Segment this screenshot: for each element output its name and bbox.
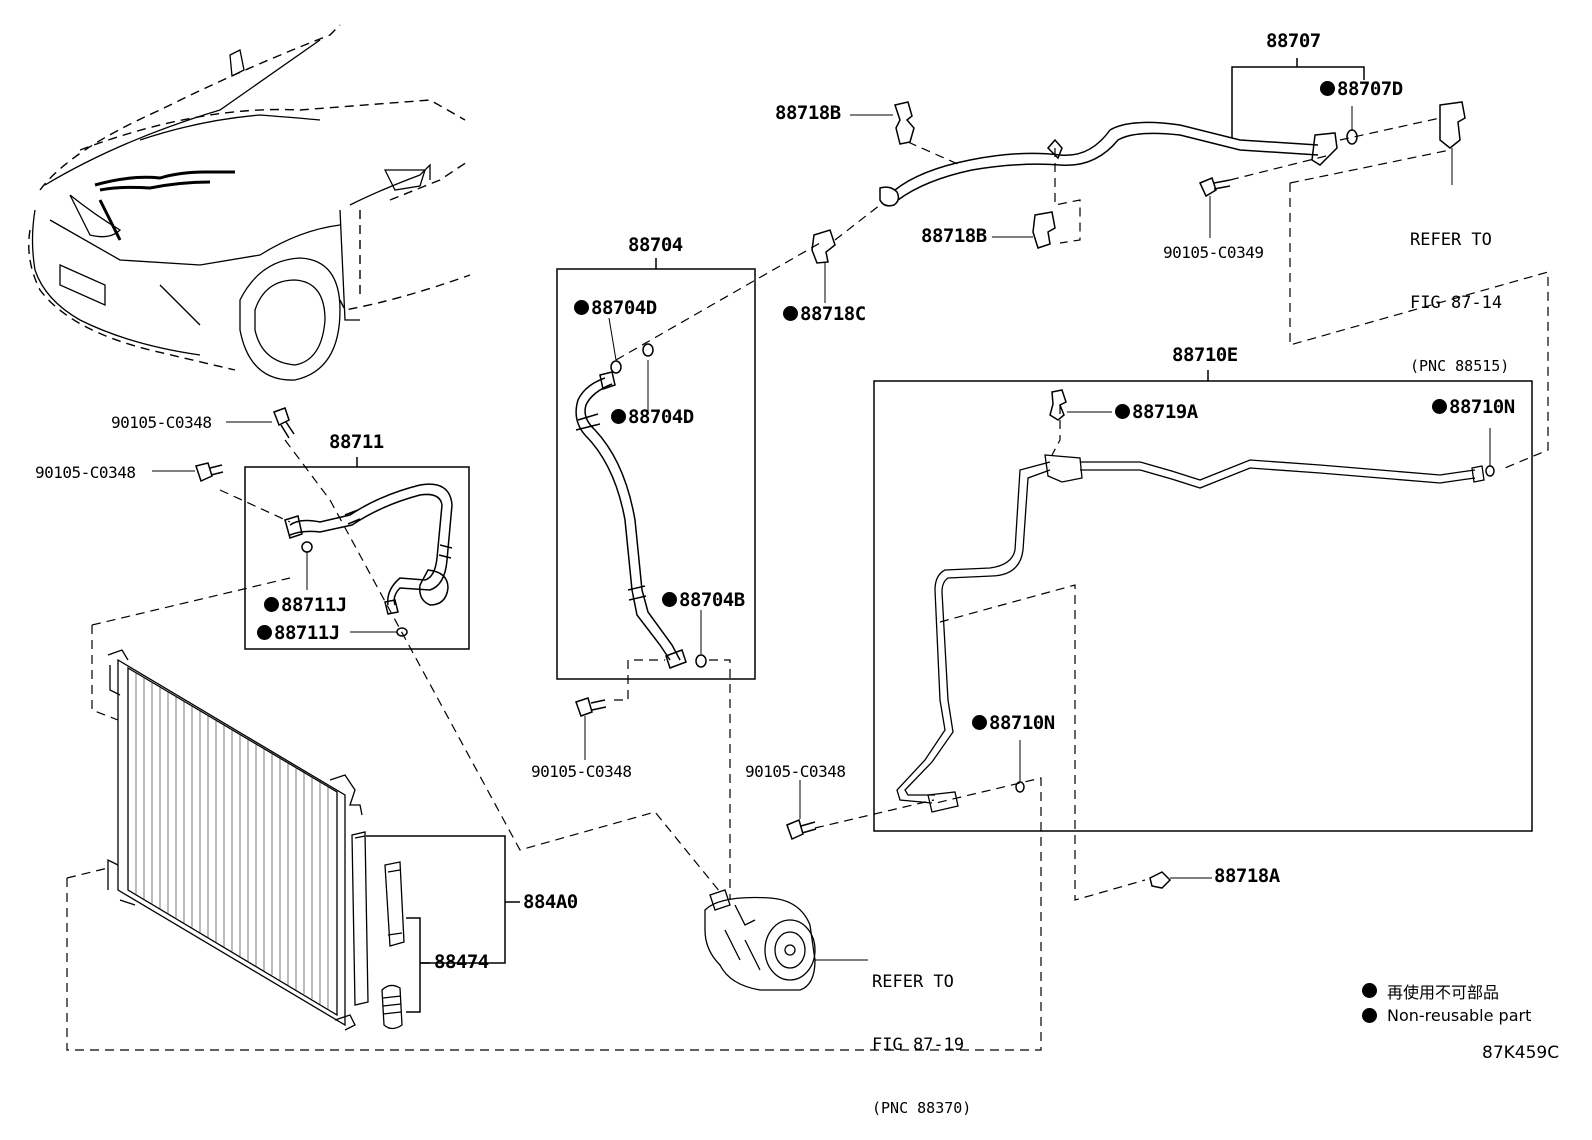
hose-88711: [284, 483, 453, 615]
label-88710N-a[interactable]: 88710N: [1432, 398, 1515, 417]
parts-diagram: [28, 24, 1549, 1051]
legend-japanese: 再使用不可部品: [1387, 982, 1500, 1002]
label-88710E[interactable]: 88710E: [1172, 344, 1238, 366]
condenser-fins: [135, 672, 329, 1009]
clip-88718A: [1149, 871, 1212, 889]
label-884A0[interactable]: 884A0: [523, 891, 578, 913]
pipe-88710E: [896, 454, 1485, 813]
label-88718C[interactable]: 88718C: [783, 305, 866, 324]
condenser-884A0: [107, 649, 369, 1031]
legend-row-english: Non-reusable part: [1362, 1003, 1531, 1028]
refer-1-line1: REFER TO: [1410, 230, 1492, 250]
vehicle-outline: [28, 24, 471, 371]
non-reusable-dot-icon: [1362, 983, 1377, 998]
dryer-88474: [381, 861, 405, 1030]
refer-fig-87-14[interactable]: REFER TO FIG 87-14 (PNC 88515): [1410, 188, 1509, 398]
label-88704D-b[interactable]: 88704D: [611, 408, 694, 427]
refer-2-line3: (PNC 88370): [872, 1099, 972, 1117]
label-88711J-b[interactable]: 88711J: [257, 624, 340, 643]
label-88711[interactable]: 88711: [329, 431, 384, 453]
bolt-90105-C0348-right: [786, 780, 817, 841]
label-90105-C0348-top[interactable]: 90105-C0348: [111, 413, 212, 432]
vehicle-body-lines: [31, 39, 431, 381]
dashed-connectors: [66, 117, 1549, 1051]
legend-row-japanese: 再使用不可部品: [1362, 978, 1531, 1003]
refer-1-line2: FIG 87-14: [1410, 293, 1503, 313]
label-90105-C0348-mid[interactable]: 90105-C0348: [531, 762, 632, 781]
pipe-88707: [879, 121, 1338, 207]
figure-code: 87K459C: [1482, 1043, 1560, 1063]
label-88704[interactable]: 88704: [628, 234, 683, 256]
label-88710N-b[interactable]: 88710N: [972, 714, 1055, 733]
legend-english: Non-reusable part: [1387, 1006, 1532, 1025]
non-reusable-dot-icon: [1362, 1008, 1377, 1023]
box-88710E: [873, 380, 1533, 832]
refer-2-line1: REFER TO: [872, 972, 954, 992]
label-88704B[interactable]: 88704B: [662, 591, 745, 610]
compressor-88370: [704, 889, 868, 991]
vehicle-hose-route: [94, 170, 235, 241]
label-88718A[interactable]: 88718A: [1214, 865, 1280, 887]
label-88704D-a[interactable]: 88704D: [574, 299, 657, 318]
clip-88718B-mid: [992, 211, 1056, 249]
bracket-884A0: [366, 835, 520, 964]
bolt-90105-C0348-mid: [575, 697, 607, 760]
legend: 再使用不可部品 Non-reusable part: [1362, 978, 1531, 1028]
bracket-88707: [1231, 66, 1365, 138]
label-88707[interactable]: 88707: [1266, 30, 1321, 52]
bolt-90105-C0348-top: [226, 407, 295, 439]
box-88704: [556, 268, 756, 680]
refer-fig-87-19[interactable]: REFER TO FIG 87-19 (PNC 88370): [872, 930, 971, 1140]
refer-1-line3: (PNC 88515): [1410, 357, 1510, 375]
label-88719A[interactable]: 88719A: [1115, 403, 1198, 422]
label-88718B-top[interactable]: 88718B: [775, 102, 841, 124]
bracket-88474: [406, 917, 430, 1013]
bolt-90105-C0348-left: [152, 462, 224, 483]
label-90105-C0349[interactable]: 90105-C0349: [1163, 243, 1264, 262]
label-88711J-a[interactable]: 88711J: [264, 596, 347, 615]
label-88718B-mid[interactable]: 88718B: [921, 225, 987, 247]
clip-88718B-top: [850, 101, 915, 145]
label-88474[interactable]: 88474: [434, 951, 489, 973]
clip-88718C: [811, 229, 836, 303]
label-90105-C0348-left[interactable]: 90105-C0348: [35, 463, 136, 482]
bolt-90105-C0349: [1198, 176, 1231, 238]
sensor-88719A: [1049, 389, 1112, 421]
hose-88704: [575, 371, 687, 669]
label-90105-C0348-right[interactable]: 90105-C0348: [745, 762, 846, 781]
component-88515: [1439, 101, 1466, 185]
refer-2-line2: FIG 87-19: [872, 1035, 965, 1055]
label-88707D[interactable]: 88707D: [1320, 80, 1403, 99]
